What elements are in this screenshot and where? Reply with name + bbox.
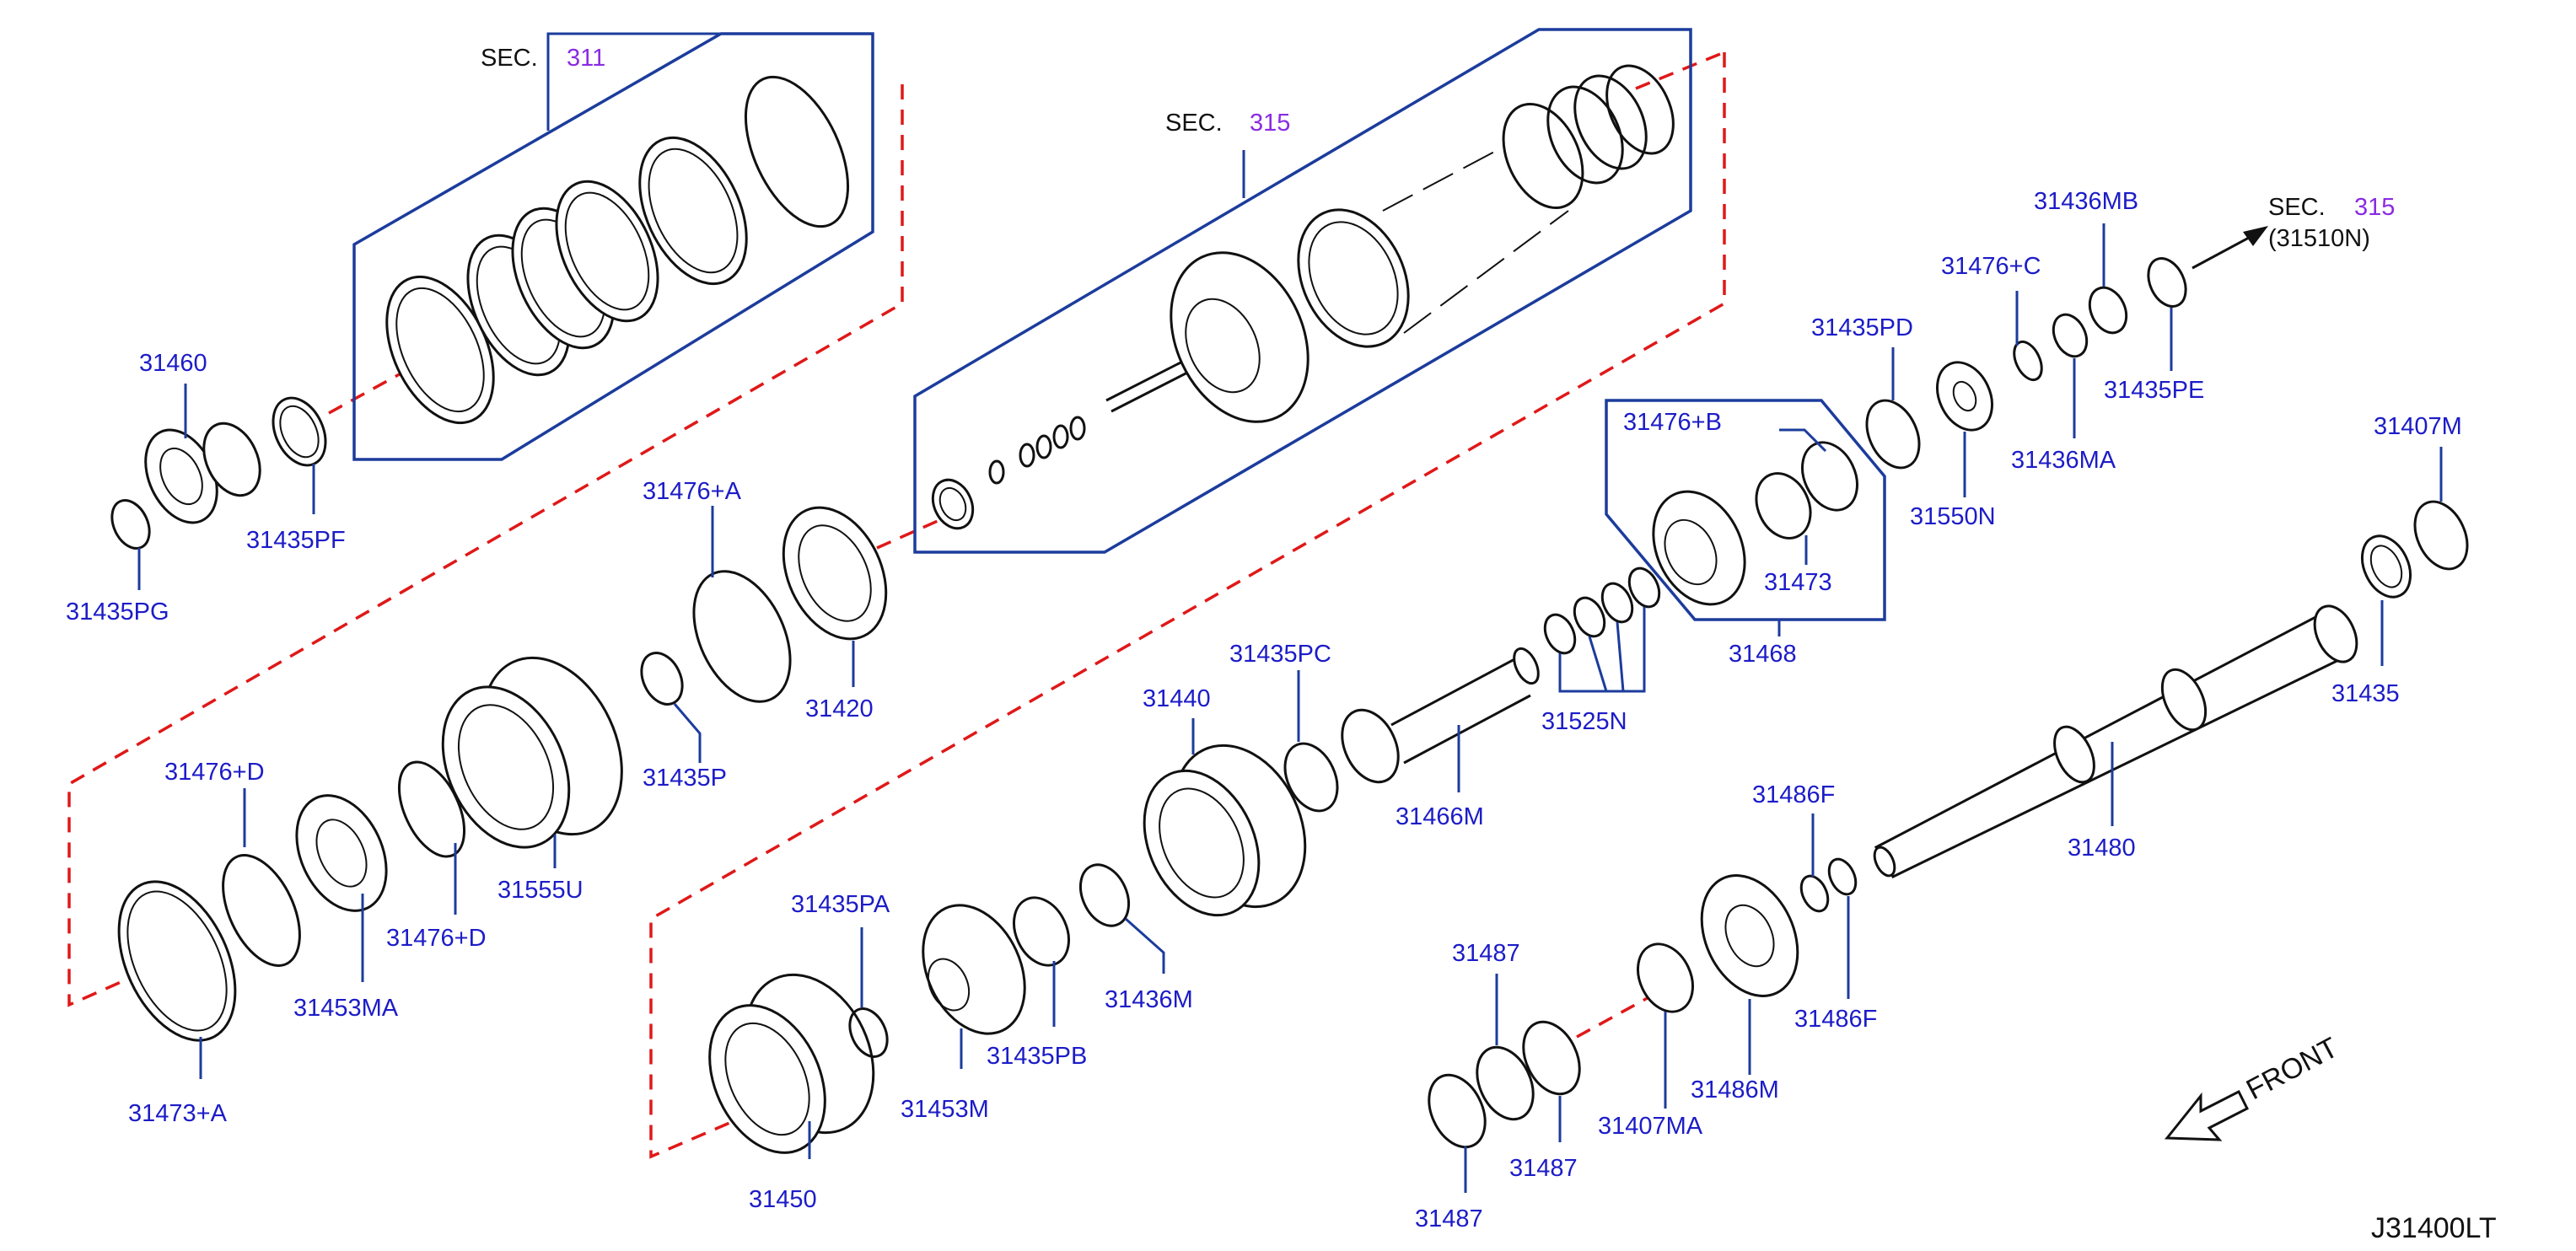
sec311-label: SEC. [481,45,538,72]
part-label-31453MA[interactable]: 31453MA [293,995,399,1022]
part-label-31407MA[interactable]: 31407MA [1598,1113,1703,1140]
part-label-31435P[interactable]: 31435P [643,765,727,792]
center-parts [708,441,1858,1154]
part-number-labels: 31460 31435PG 31435PF 31476+A 31435P 314… [66,188,2462,1232]
sec315-right-label: SEC. [2268,194,2326,221]
part-label-31476C[interactable]: 31476+C [1941,253,2041,280]
part-label-31420[interactable]: 31420 [805,695,874,722]
sec315-right-number[interactable]: 315 [2354,194,2395,221]
sec311-clutch-plates [385,75,850,425]
sec315-label: SEC. [1165,110,1223,137]
sec315-assembly [931,64,1675,530]
part-label-31473[interactable]: 31473 [1764,569,1832,596]
dashed-guide-lines [67,51,1726,1159]
sec315-number[interactable]: 315 [1250,110,1290,137]
part-label-31435PA[interactable]: 31435PA [791,891,890,918]
part-label-31435PD[interactable]: 31435PD [1811,314,1913,341]
sec311-number[interactable]: 311 [567,45,605,72]
part-label-31476B[interactable]: 31476+B [1623,409,1722,436]
part-label-31436MB[interactable]: 31436MB [2034,188,2138,215]
part-label-31480[interactable]: 31480 [2068,835,2136,862]
left-parts [110,396,888,1042]
part-label-31468[interactable]: 31468 [1729,641,1797,668]
right-parts [1428,226,2469,1149]
part-label-31466M[interactable]: 31466M [1396,803,1484,830]
part-label-31440[interactable]: 31440 [1143,685,1211,712]
part-label-31435PG[interactable]: 31435PG [66,599,169,626]
leader-lines [137,32,2443,1193]
part-label-31487-bottom[interactable]: 31487 [1415,1205,1483,1232]
part-label-31476A[interactable]: 31476+A [643,478,742,505]
part-label-31453M[interactable]: 31453M [901,1096,989,1123]
part-label-31476D-bottom[interactable]: 31476+D [386,925,487,952]
part-label-31487-top[interactable]: 31487 [1452,940,1520,967]
part-label-31476D-top[interactable]: 31476+D [164,759,265,786]
part-label-31435PC[interactable]: 31435PC [1229,641,1331,668]
front-arrow [2164,1089,2250,1141]
part-label-31486F-bottom[interactable]: 31486F [1794,1006,1877,1033]
part-label-31525N[interactable]: 31525N [1541,708,1627,735]
part-label-31550N[interactable]: 31550N [1910,503,1996,530]
part-label-31435PE[interactable]: 31435PE [2104,377,2204,404]
part-label-31473A[interactable]: 31473+A [128,1100,228,1127]
part-label-31486M[interactable]: 31486M [1691,1077,1779,1103]
part-label-31407M[interactable]: 31407M [2374,413,2462,440]
part-label-31435PF[interactable]: 31435PF [246,527,346,554]
bearing-group-box [1605,399,1886,621]
front-direction-label: FRONT [2241,1032,2343,1107]
part-label-31435[interactable]: 31435 [2331,680,2400,707]
sec315-box [913,28,1692,554]
part-label-31460[interactable]: 31460 [139,350,207,377]
part-label-31486F-top[interactable]: 31486F [1752,781,1835,808]
part-label-31436MA[interactable]: 31436MA [2011,447,2116,474]
part-label-31450[interactable]: 31450 [749,1186,817,1213]
part-label-31555U[interactable]: 31555U [497,877,583,904]
part-label-31436M[interactable]: 31436M [1105,986,1193,1013]
section-references: SEC. 311 SEC. 315 SEC. 315 (31510N) [481,45,2395,252]
sec315-right-subref: (31510N) [2268,225,2370,252]
part-label-31487-middle[interactable]: 31487 [1509,1155,1578,1182]
part-label-31435PB[interactable]: 31435PB [987,1043,1087,1070]
drawing-code: J31400LT [2371,1212,2497,1244]
